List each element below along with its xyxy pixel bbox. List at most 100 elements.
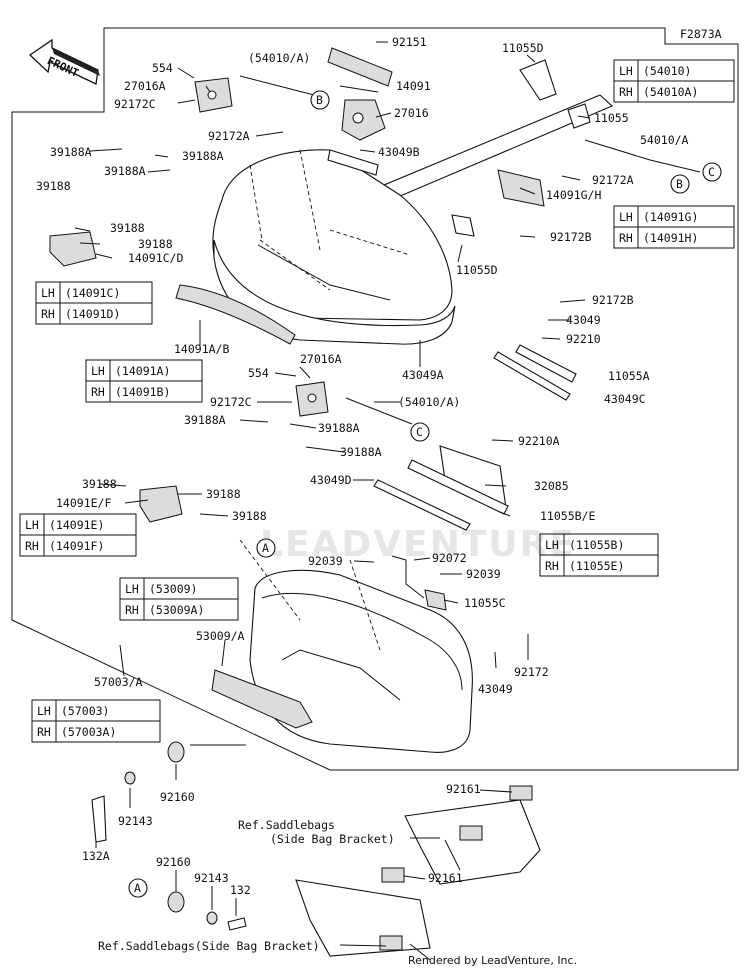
label-32085: 32085 — [534, 479, 569, 493]
label-92039-a: 92039 — [308, 554, 343, 568]
label-43049C: 43049C — [604, 392, 646, 406]
lr-table-54010: LH(54010) RH(54010A) — [613, 59, 735, 103]
callout-b-right: B — [670, 174, 690, 194]
svg-text:A: A — [134, 881, 141, 895]
svg-text:(14091F): (14091F) — [49, 539, 104, 553]
svg-text:RH: RH — [91, 385, 105, 399]
svg-text:(14091A): (14091A) — [115, 364, 170, 378]
label-39188-a: 39188 — [36, 179, 71, 193]
label-43049D: 43049D — [310, 473, 352, 487]
label-39188A-3: 39188A — [104, 164, 146, 178]
label-14091GH: 14091G/H — [546, 188, 601, 202]
svg-text:(11055E): (11055E) — [569, 559, 624, 573]
label-39188A-1: 39188A — [50, 145, 92, 159]
svg-text:(14091D): (14091D) — [65, 307, 120, 321]
bolt-132A — [91, 795, 107, 843]
label-92143-b: 92143 — [194, 871, 229, 885]
cable-54010A-top — [239, 75, 319, 97]
label-92072: 92072 — [432, 551, 467, 565]
label-92172C-mid: 92172C — [210, 395, 252, 409]
label-27016A-mid: 27016A — [300, 352, 342, 366]
top-case — [212, 149, 456, 345]
label-39188-f: 39188 — [232, 509, 267, 523]
label-11055A: 11055A — [608, 369, 650, 383]
front-arrow: FRONT — [28, 38, 100, 85]
label-92172: 92172 — [514, 665, 549, 679]
label-27016A-top: 27016A — [124, 79, 166, 93]
callout-c-mid: C — [410, 422, 430, 442]
lr-table-14091E: LH (14091E) RH (14091F) — [19, 513, 137, 557]
svg-text:B: B — [676, 177, 683, 191]
grommet-92160-a — [167, 741, 185, 763]
saddlebag-57003A — [239, 539, 473, 753]
svg-text:RH: RH — [25, 539, 39, 553]
svg-text:B: B — [316, 93, 323, 107]
svg-text:LH: LH — [25, 518, 39, 532]
mounting-rail — [359, 59, 614, 209]
label-132A: 132A — [82, 849, 110, 863]
leader-lines — [74, 41, 591, 947]
label-54010A: 54010/A — [640, 133, 689, 147]
label-92210: 92210 — [566, 332, 601, 346]
label-14091: 14091 — [396, 79, 431, 93]
ref-saddlebags-2: Ref.Saddlebags(Side Bag Bracket) — [98, 939, 320, 953]
svg-text:RH: RH — [619, 231, 633, 245]
label-39188A-4: 39188A — [184, 413, 226, 427]
lock-27016 — [341, 99, 386, 141]
label-14091CD: 14091C/D — [128, 251, 183, 265]
gasket-43049B — [327, 149, 379, 176]
ref-saddlebags-1b: (Side Bag Bracket) — [270, 832, 395, 846]
label-11055: 11055 — [594, 111, 629, 125]
svg-text:(11055B): (11055B) — [569, 538, 624, 552]
svg-text:RH: RH — [619, 85, 633, 99]
svg-text:RH: RH — [125, 603, 139, 617]
label-92161-b: 92161 — [428, 871, 463, 885]
washer-92143-a — [124, 771, 136, 785]
label-14091AB: 14091A/B — [174, 342, 229, 356]
svg-text:(53009A): (53009A) — [149, 603, 204, 617]
cable-54010A-mid — [345, 397, 413, 425]
footer-credit: Rendered by LeadVenture, Inc. — [408, 954, 577, 967]
label-92143-a: 92143 — [118, 814, 153, 828]
washer-92143-b — [206, 911, 218, 925]
label-92039-b: 92039 — [466, 567, 501, 581]
label-92172B-bottom: 92172B — [592, 293, 634, 307]
grommet-92160-b — [167, 891, 185, 913]
label-14091EF: 14091E/F — [56, 496, 111, 510]
callout-a-mid: A — [256, 538, 276, 558]
label-39188-e: 39188 — [206, 487, 241, 501]
label-11055D-bottom: 11055D — [456, 263, 498, 277]
lr-table-53009: LH(53009) RH(53009A) — [119, 577, 239, 621]
frame-outline — [11, 27, 739, 771]
trim-53009A — [211, 669, 313, 729]
cover-14091CD — [49, 231, 97, 267]
cover-14091EF — [139, 485, 183, 523]
svg-text:LH: LH — [41, 286, 55, 300]
label-92172A-right: 92172A — [592, 173, 634, 187]
svg-text:(14091E): (14091E) — [49, 518, 104, 532]
label-92151: 92151 — [392, 35, 427, 49]
label-43049B: 43049B — [378, 145, 420, 159]
label-43049A: 43049A — [402, 368, 444, 382]
bracket-11055D — [451, 214, 475, 237]
label-554-top: 554 — [152, 61, 173, 75]
svg-text:(14091G): (14091G) — [643, 210, 698, 224]
svg-text:LH: LH — [91, 364, 105, 378]
svg-text:RH: RH — [41, 307, 55, 321]
svg-text:(14091H): (14091H) — [643, 231, 698, 245]
label-39188A-5: 39188A — [318, 421, 360, 435]
label-92172C-top: 92172C — [114, 97, 156, 111]
label-92161-a: 92161 — [446, 782, 481, 796]
label-39188-b: 39188 — [110, 221, 145, 235]
label-57003A: 57003/A — [94, 675, 143, 689]
label-39188-c: 39188 — [138, 237, 173, 251]
svg-text:LH: LH — [125, 582, 139, 596]
label-54010A-mid: (54010/A) — [398, 395, 460, 409]
wire-92072 — [391, 555, 425, 599]
part-labels: 92151 11055D 554 (54010/A) 27016A 14091 … — [36, 35, 689, 953]
svg-text:C: C — [416, 425, 423, 439]
svg-text:LH: LH — [545, 538, 559, 552]
label-92160-b: 92160 — [156, 855, 191, 869]
label-92160-a: 92160 — [160, 790, 195, 804]
